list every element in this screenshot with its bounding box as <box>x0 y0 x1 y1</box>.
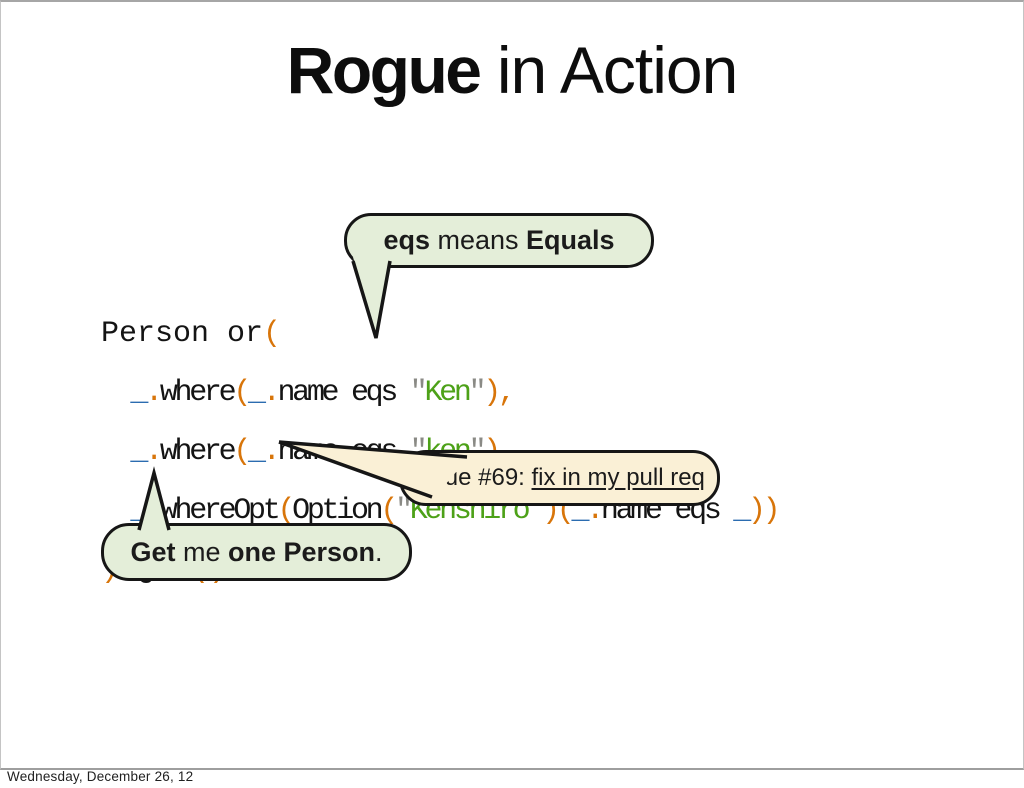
title-word-rogue: Rogue <box>286 33 482 107</box>
callout-issue-69: Issue #69: fix in my pull req <box>399 450 720 506</box>
callout-eqs-means-equals: eqs means Equals <box>344 213 654 268</box>
code-line-1: Person or( <box>101 317 282 351</box>
slide-canvas: Rogue in Action eqs means Equals Person … <box>0 0 1024 770</box>
slide-title: Rogue in Action <box>1 30 1023 110</box>
footer-date: Wednesday, December 26, 12 <box>7 769 194 784</box>
code-line-4: _.whereOpt(Option("Kenshiro")(_.name eqs… <box>130 494 780 528</box>
code-line-2: _.where(_.name eqs "Ken"), <box>130 376 516 410</box>
callout-get-one-person: Get me one Person. <box>101 523 412 581</box>
title-rest: in Action <box>479 33 739 107</box>
